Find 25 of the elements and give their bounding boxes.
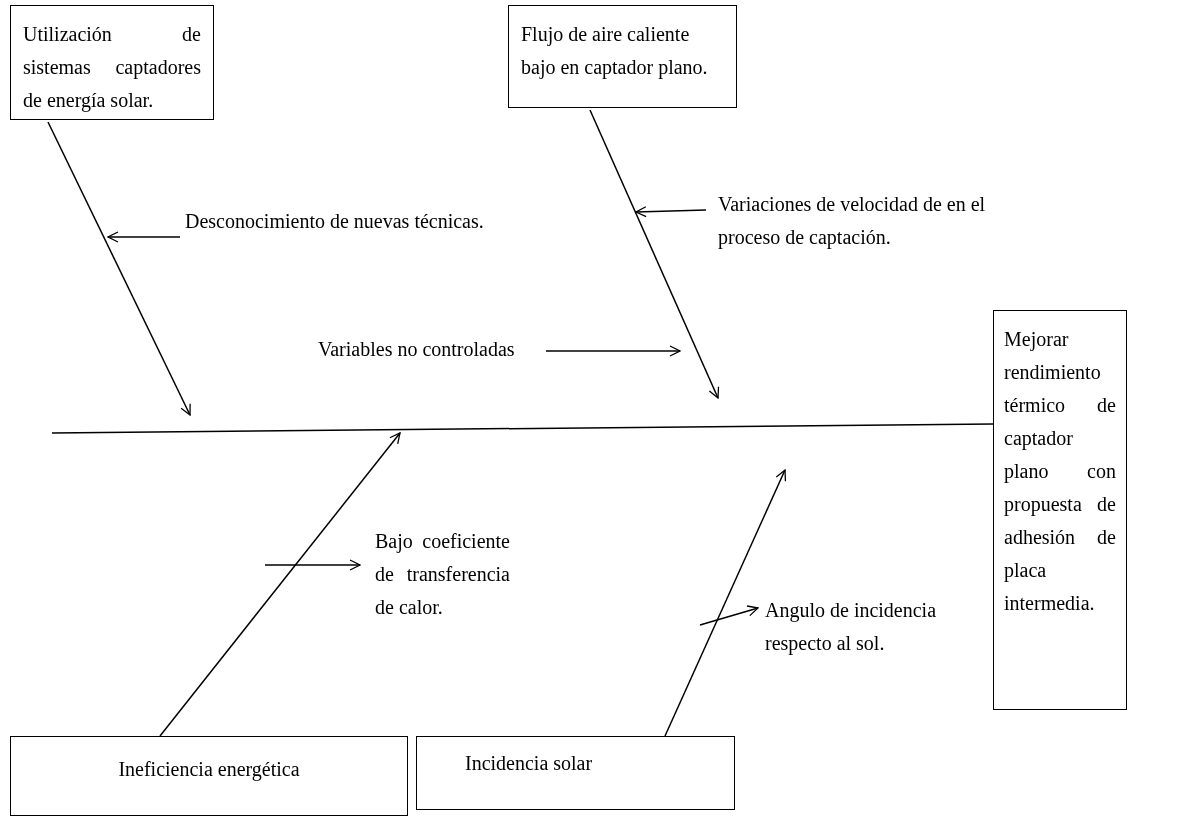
cause-label: Bajo coeficiente de transferencia de calor. — [375, 529, 510, 620]
arrow — [589, 109, 720, 399]
cause-label: Variaciones de velocidad de en el proceso de captación. — [718, 192, 987, 251]
spine-line — [51, 423, 994, 434]
arrow — [699, 605, 759, 626]
box-label: Incidencia solar — [465, 751, 594, 776]
box-label: Utilización de sistemas captadores de energía solar. — [23, 22, 201, 114]
box-label: Ineficiencia energética — [117, 757, 301, 783]
arrow — [107, 231, 181, 243]
cause-label: Desconocimiento de nuevas técnicas. — [185, 209, 485, 234]
arrow — [545, 345, 681, 357]
cause-label: Angulo de incidencia respecto al sol. — [765, 598, 938, 657]
box-label: Flujo de aire caliente bajo en captador plano. — [521, 22, 709, 81]
cause-box — [10, 5, 214, 120]
arrow — [159, 432, 401, 737]
arrow — [264, 559, 361, 571]
cause-box — [508, 5, 737, 108]
cause-box — [10, 736, 408, 816]
arrow — [664, 469, 787, 737]
box-label: Mejorar rendimiento térmico de captador plano con propuesta de adhesión de placa intermedia. — [1004, 327, 1116, 616]
cause-box — [993, 310, 1127, 710]
arrow — [47, 121, 191, 416]
cause-box — [416, 736, 735, 810]
arrow — [635, 206, 707, 218]
cause-label: Variables no controladas — [318, 337, 516, 362]
